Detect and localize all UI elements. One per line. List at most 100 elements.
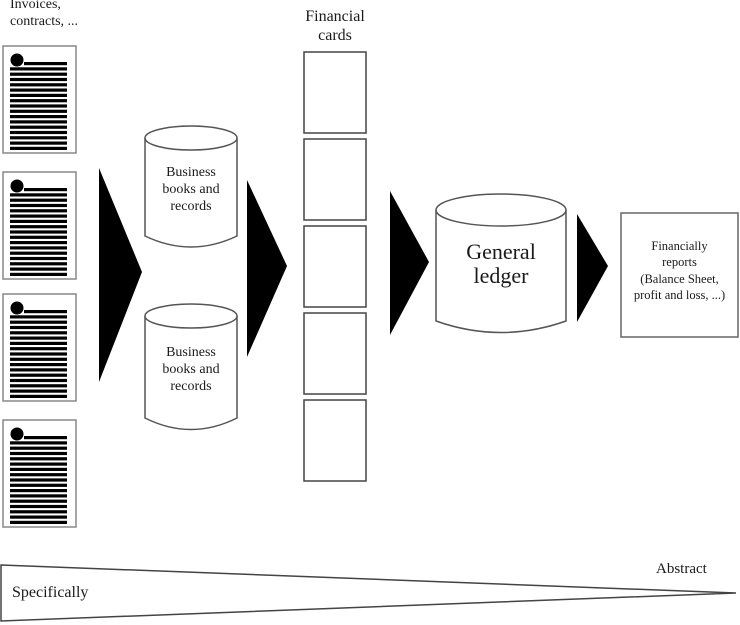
document-text-line: [10, 256, 67, 261]
financial-card: [303, 138, 367, 221]
document-text-line: [10, 88, 67, 92]
document-text-line: [10, 499, 67, 503]
document-text-line: [10, 193, 67, 197]
financial-reports-label: Financially reports (Balance Sheet, prof…: [633, 239, 726, 302]
flow-arrow-1: [99, 168, 142, 382]
scale-label-specifically: Specifically: [12, 584, 89, 601]
document-text-line: [10, 320, 67, 324]
financial-card: [303, 51, 367, 134]
document-text-line: [10, 325, 67, 330]
document-text-line: [10, 373, 67, 377]
document-text-line: [10, 384, 67, 388]
document-text-line: [10, 120, 67, 124]
document-icon: [2, 45, 77, 154]
document-text-line: [10, 225, 67, 229]
document-text-line: [10, 230, 67, 234]
source-documents-column: [2, 45, 77, 528]
document-text-line: [10, 251, 67, 255]
financial-cards-stack: [303, 51, 367, 482]
document-text-line: [10, 209, 67, 213]
document-text-line: [10, 389, 67, 393]
document-bullet: [10, 179, 24, 193]
document-text-line: [10, 315, 67, 319]
flow-arrow-3: [390, 191, 429, 335]
document-bullet: [10, 301, 24, 315]
scale-label-abstract: Abstract: [656, 561, 707, 577]
document-text-line: [10, 203, 67, 208]
business-records-label-2: Business books and records: [162, 345, 220, 394]
business-records-cylinder-2: [144, 303, 238, 431]
document-text-line: [10, 336, 67, 340]
document-text-line: [10, 262, 67, 266]
document-text-line: [10, 363, 67, 367]
document-text-line: [24, 62, 67, 66]
financial-card: [303, 312, 367, 395]
document-icon: [2, 419, 77, 528]
document-text-line: [10, 198, 67, 202]
document-text-line: [10, 235, 67, 239]
document-text-line: [10, 83, 67, 87]
document-text-line: [10, 146, 67, 150]
document-text-line: [10, 378, 67, 383]
general-ledger-cylinder: [435, 193, 567, 334]
financial-card: [303, 225, 367, 308]
document-text-line: [10, 141, 67, 145]
document-text-line: [10, 341, 67, 345]
document-text-line: [10, 504, 67, 509]
document-text-line: [24, 436, 67, 440]
document-text-line: [10, 241, 67, 245]
business-records-label-1: Business books and records: [162, 165, 220, 214]
flow-arrow-2: [247, 180, 287, 357]
document-icon: [2, 293, 77, 402]
document-text-line: [10, 467, 67, 471]
document-text-line: [10, 483, 67, 487]
document-text-line: [10, 214, 67, 218]
financial-cards-label: Financial cards: [305, 8, 365, 45]
financial-reports-box: [620, 212, 739, 338]
specific-to-abstract-scale: [0, 564, 737, 622]
financial-card: [303, 399, 367, 482]
document-text-line: [10, 451, 67, 456]
document-text-line: [10, 494, 67, 498]
document-text-line: [10, 219, 67, 223]
document-text-line: [10, 478, 67, 482]
document-text-line: [10, 267, 67, 271]
document-text-line: [10, 441, 67, 445]
flow-arrow-4: [577, 214, 608, 322]
general-ledger-label: General ledger: [466, 239, 536, 289]
document-text-line: [10, 331, 67, 335]
document-text-line: [10, 246, 67, 250]
document-bullet: [10, 427, 24, 441]
business-records-cylinder-1: [144, 125, 238, 248]
document-icon: [2, 171, 77, 280]
document-text-line: [10, 520, 67, 524]
document-text-line: [10, 515, 67, 519]
document-text-line: [10, 99, 67, 103]
document-text-line: [10, 368, 67, 372]
document-text-line: [10, 462, 67, 466]
document-text-line: [10, 272, 67, 276]
document-text-line: [10, 125, 67, 129]
document-text-line: [10, 473, 67, 477]
document-text-line: [10, 109, 67, 113]
document-text-line: [10, 347, 67, 351]
document-text-line: [10, 446, 67, 450]
document-text-line: [10, 104, 67, 108]
source-documents-label: Invoices, contracts, ...: [10, 0, 79, 29]
document-bullet: [10, 53, 24, 67]
document-text-line: [10, 130, 67, 135]
document-text-line: [10, 352, 67, 356]
document-text-line: [10, 357, 67, 361]
document-text-line: [10, 394, 67, 398]
document-text-line: [24, 188, 67, 192]
document-text-line: [10, 72, 67, 76]
document-text-line: [10, 510, 67, 514]
document-text-line: [10, 77, 67, 82]
document-text-line: [24, 310, 67, 314]
document-text-line: [10, 457, 67, 461]
document-text-line: [10, 93, 67, 97]
document-text-line: [10, 115, 67, 119]
document-text-line: [10, 136, 67, 140]
document-text-line: [10, 489, 67, 493]
